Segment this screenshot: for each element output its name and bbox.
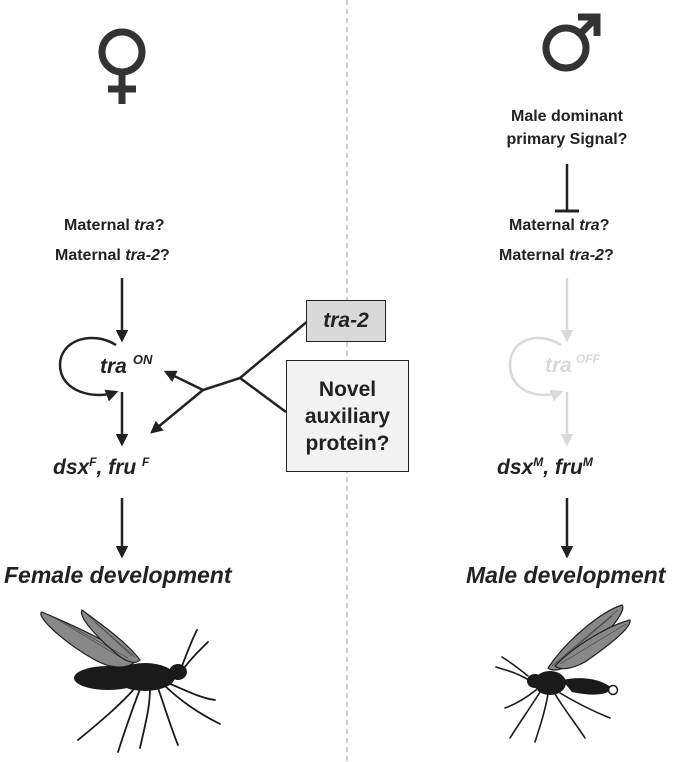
dsx-gene: dsx [497,456,534,479]
maternal-prefix: Maternal [499,247,570,264]
female-symbol-icon [98,28,146,104]
novel-line-3: protein? [305,431,390,455]
right-dsx-fru-label: dsxM, fruM [497,455,593,480]
maternal-prefix: Maternal [64,217,135,234]
novel-line-1: Novel [318,377,377,401]
right-signal-line1: Male dominant [510,108,623,125]
fru-isoform: F [142,455,150,469]
separator: , [543,456,555,479]
tra-gene: tra [545,354,572,377]
tra-gene: tra [100,355,127,378]
fru-gene: fru [108,456,143,479]
separator: , [96,456,109,479]
left-dsx-fru-label: dsxF, fru F [53,455,149,480]
arrow-to-tra-on [163,370,204,392]
question-mark: ? [603,247,614,264]
question-mark: ? [599,217,610,234]
gene-name: tra [579,217,600,234]
fru-isoform: M [582,455,593,469]
gene-name: tra [134,217,155,234]
right-maternal-tra-label: Maternal tra? [509,216,629,236]
left-maternal-tra2-label: Maternal tra-2? [55,246,195,266]
novel-protein-box: Novel auxiliary protein? [286,360,409,472]
gene-name: tra-2 [569,247,604,264]
arrow-to-dsx-female [150,389,204,434]
middle-connector [202,319,310,414]
fru-gene: fru [554,456,583,479]
tra2-box: tra-2 [306,300,386,342]
gene-name: tra-2 [125,247,160,264]
dsx-isoform: M [533,455,544,469]
left-outcome-label: Female development [4,562,232,588]
male-fly-silhouette [495,604,631,743]
maternal-prefix: Maternal [55,247,126,264]
tra-state: OFF [575,352,600,366]
right-tra-autoregulation-loop [508,336,564,402]
female-fly-silhouette [40,609,221,753]
left-tra-autoregulation-loop [58,336,119,402]
left-tra-on-label: tra ON [100,352,152,379]
male-symbol-icon [542,13,601,72]
question-mark: ? [159,247,170,264]
maternal-prefix: Maternal [509,217,580,234]
left-maternal-tra-label: Maternal tra? [64,216,184,236]
novel-line-2: auxiliary [304,404,391,428]
tra2-box-label: tra-2 [323,309,369,332]
dsx-isoform: F [89,455,97,469]
question-mark: ? [154,217,165,234]
dsx-gene: dsx [53,456,90,479]
tra-state: ON [132,352,153,367]
right-outcome-label: Male development [466,562,666,588]
right-signal-line2: primary Signal? [506,131,628,148]
right-maternal-tra2-label: Maternal tra-2? [499,246,639,266]
